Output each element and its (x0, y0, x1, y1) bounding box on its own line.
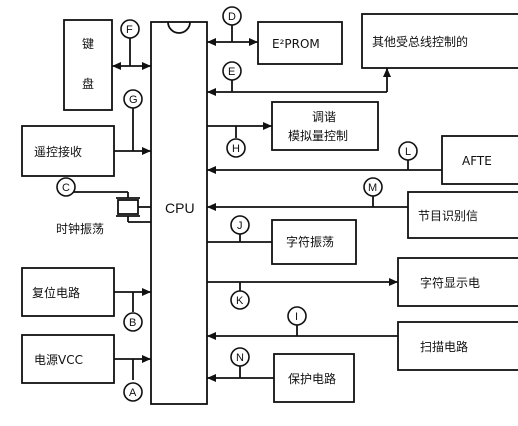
keyboard-label-top: 键 (82, 37, 94, 51)
program-id-block (407, 191, 518, 239)
eeprom-block (257, 21, 343, 65)
svg-text:E: E (228, 66, 235, 78)
protect-block (273, 353, 355, 403)
marker-A: A (123, 382, 143, 402)
tuning-label-1: 调谐 (312, 110, 336, 124)
marker-M: M (363, 177, 383, 197)
tuning-block (271, 101, 379, 151)
crystal-icon (80, 191, 151, 223)
tuning-label-2: 模拟量控制 (288, 129, 348, 143)
marker-C: C (56, 177, 76, 197)
marker-L: L (398, 141, 418, 161)
marker-N: N (230, 347, 250, 367)
svg-text:H: H (232, 143, 240, 155)
svg-text:C: C (62, 182, 70, 194)
marker-J: J (230, 215, 250, 235)
marker-K: K (230, 290, 250, 310)
marker-I: I (287, 306, 307, 326)
svg-text:N: N (236, 352, 244, 364)
svg-text:K: K (236, 295, 244, 307)
program-id-label: 节目识别信 (418, 209, 478, 223)
bus-other-label: 其他受总线控制的 (372, 34, 468, 49)
svg-text:M: M (368, 182, 377, 194)
eeprom-label: E²PROM (272, 37, 320, 51)
protect-label: 保护电路 (288, 371, 336, 386)
svg-text:A: A (129, 387, 137, 399)
svg-text:J: J (237, 220, 243, 232)
afte-block (441, 135, 518, 185)
scan-label: 扫描电路 (420, 339, 468, 354)
svg-text:F: F (126, 24, 133, 36)
marker-stems (66, 25, 409, 380)
char-osc-label: 字符振荡 (286, 234, 334, 249)
power-label: 电源VCC (34, 353, 83, 367)
clock-label: 时钟振荡 (56, 221, 104, 236)
marker-F: F (120, 19, 140, 39)
char-osc-block (271, 219, 357, 265)
svg-text:D: D (228, 11, 236, 23)
cpu-label: CPU (165, 200, 195, 216)
marker-H: H (226, 138, 246, 158)
marker-D: D (222, 6, 242, 26)
svg-text:B: B (129, 317, 136, 329)
marker-E: E (222, 61, 242, 81)
remote-label: 遥控接收 (34, 144, 82, 159)
afte-label: AFTE (462, 154, 492, 168)
bus-other-block (361, 13, 518, 69)
svg-text:L: L (405, 146, 411, 158)
marker-B: B (123, 312, 143, 332)
svg-text:I: I (295, 311, 298, 323)
marker-G: G (123, 89, 143, 109)
keyboard-block (63, 19, 113, 111)
remote-block (21, 125, 115, 177)
reset-label: 复位电路 (32, 285, 80, 300)
scan-block (397, 321, 518, 371)
char-display-label: 字符显示电 (420, 275, 480, 290)
keyboard-label-bottom: 盘 (82, 76, 94, 91)
svg-text:G: G (129, 94, 138, 106)
cpu-block (150, 21, 208, 405)
